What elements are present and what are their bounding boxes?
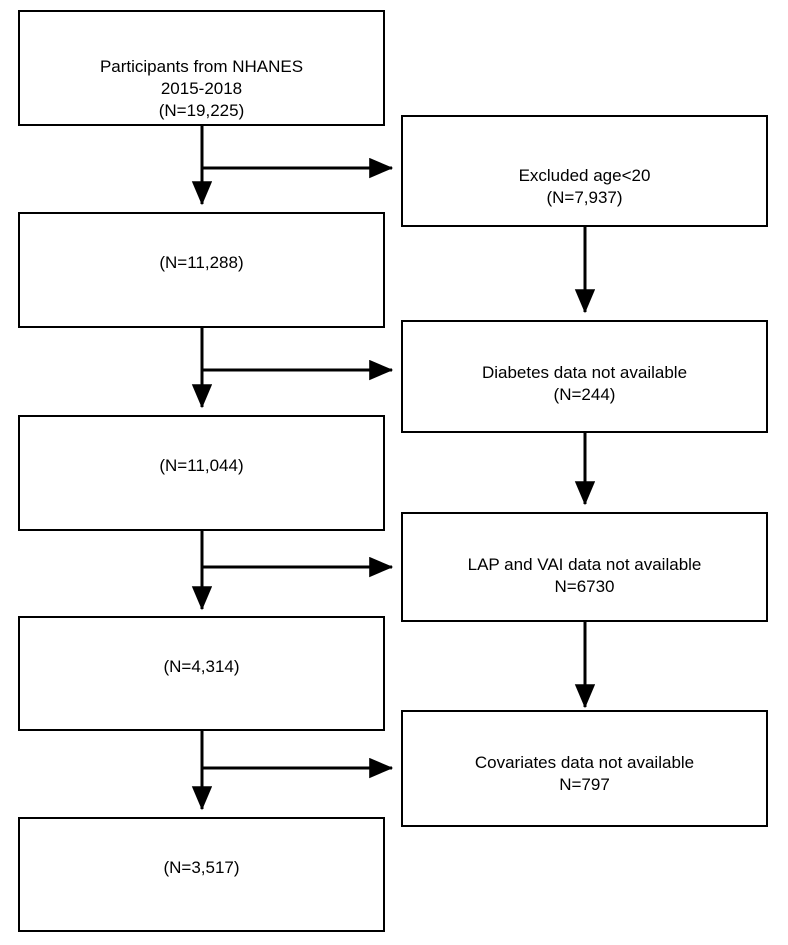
- node-excluded-age: Excluded age<20 (N=7,937): [401, 115, 768, 227]
- node-excluded-lap-vai-data-label: LAP and VAI data not available N=6730: [467, 555, 702, 597]
- node-source-participants-label: Participants from NHANES 2015-2018 (N=19…: [99, 57, 304, 121]
- node-excluded-diabetes-data-label: Diabetes data not available (N=244): [481, 363, 688, 405]
- node-excluded-age-label: Excluded age<20 (N=7,937): [518, 166, 651, 208]
- node-after-lap-vai-exclusion-label: (N=4,314): [163, 657, 240, 677]
- node-after-age-exclusion: (N=11,288): [18, 212, 385, 328]
- node-after-age-exclusion-label: (N=11,288): [159, 253, 244, 273]
- node-excluded-diabetes-data: Diabetes data not available (N=244): [401, 320, 768, 433]
- node-final-analytic-sample: (N=3,517): [18, 817, 385, 932]
- node-after-diabetes-exclusion-label: (N=11,044): [159, 456, 244, 476]
- node-source-participants: Participants from NHANES 2015-2018 (N=19…: [18, 10, 385, 126]
- node-excluded-lap-vai-data: LAP and VAI data not available N=6730: [401, 512, 768, 622]
- node-excluded-covariates-data: Covariates data not available N=797: [401, 710, 768, 827]
- node-after-diabetes-exclusion: (N=11,044): [18, 415, 385, 531]
- node-final-analytic-sample-label: (N=3,517): [163, 858, 240, 878]
- node-after-lap-vai-exclusion: (N=4,314): [18, 616, 385, 731]
- node-excluded-covariates-data-label: Covariates data not available N=797: [474, 753, 695, 795]
